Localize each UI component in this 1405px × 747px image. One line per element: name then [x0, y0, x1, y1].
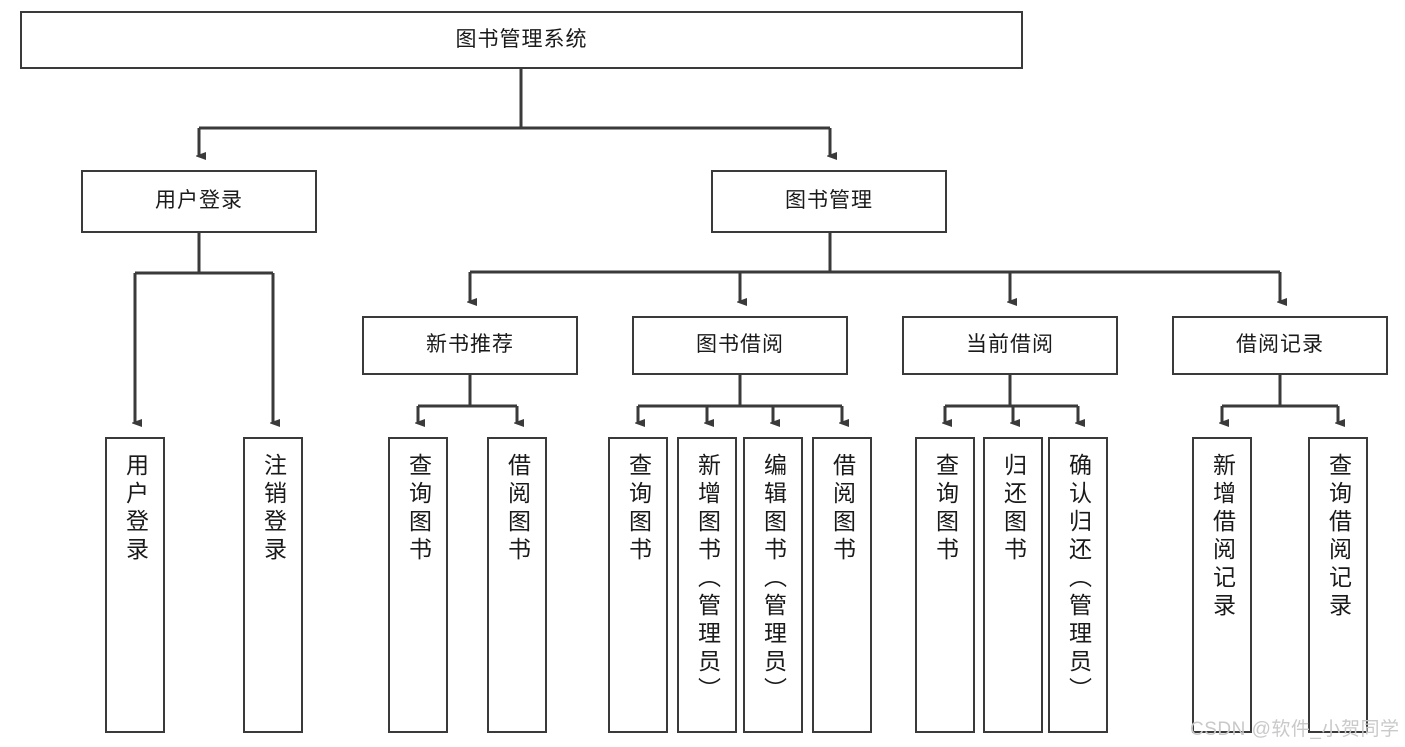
- leaf-query-book-3[interactable]: 查询图书: [915, 437, 975, 733]
- node-current-borrow[interactable]: 当前借阅: [902, 316, 1118, 375]
- node-new-book-recommend-label: 新书推荐: [426, 333, 514, 357]
- leaf-borrow-book-1-label: 借阅图书: [504, 453, 531, 565]
- leaf-borrow-book-2[interactable]: 借阅图书: [812, 437, 872, 733]
- node-current-borrow-label: 当前借阅: [966, 333, 1054, 357]
- node-new-book-recommend[interactable]: 新书推荐: [362, 316, 578, 375]
- leaf-query-record[interactable]: 查询借阅记录: [1308, 437, 1368, 733]
- node-borrow-record-label: 借阅记录: [1236, 333, 1324, 357]
- leaf-query-book-1-label: 查询图书: [405, 453, 432, 565]
- leaf-confirm-return[interactable]: 确认归还（管理员）: [1048, 437, 1108, 733]
- leaf-borrow-book-1[interactable]: 借阅图书: [487, 437, 547, 733]
- leaf-user-logout-label: 注销登录: [260, 453, 287, 565]
- leaf-edit-book[interactable]: 编辑图书（管理员）: [743, 437, 803, 733]
- leaf-query-book-2[interactable]: 查询图书: [608, 437, 668, 733]
- leaf-add-book-label: 新增图书（管理员）: [694, 453, 721, 705]
- node-book-borrow[interactable]: 图书借阅: [632, 316, 848, 375]
- node-book-manage-label: 图书管理: [785, 189, 873, 213]
- leaf-edit-book-label: 编辑图书（管理员）: [760, 453, 787, 705]
- leaf-user-login[interactable]: 用户登录: [105, 437, 165, 733]
- node-user-login-label: 用户登录: [155, 189, 243, 213]
- node-book-borrow-label: 图书借阅: [696, 333, 784, 357]
- leaf-query-book-1[interactable]: 查询图书: [388, 437, 448, 733]
- leaf-return-book[interactable]: 归还图书: [983, 437, 1043, 733]
- leaf-borrow-book-2-label: 借阅图书: [829, 453, 856, 565]
- leaf-return-book-label: 归还图书: [1000, 453, 1027, 565]
- node-borrow-record[interactable]: 借阅记录: [1172, 316, 1388, 375]
- node-user-login[interactable]: 用户登录: [81, 170, 317, 233]
- leaf-add-record[interactable]: 新增借阅记录: [1192, 437, 1252, 733]
- leaf-query-record-label: 查询借阅记录: [1325, 453, 1352, 621]
- node-root-label: 图书管理系统: [455, 27, 588, 51]
- leaf-confirm-return-label: 确认归还（管理员）: [1065, 453, 1092, 705]
- leaf-user-logout[interactable]: 注销登录: [243, 437, 303, 733]
- leaf-add-book[interactable]: 新增图书（管理员）: [677, 437, 737, 733]
- node-book-manage[interactable]: 图书管理: [711, 170, 947, 233]
- csdn-watermark: CSDN @软件_小贺同学: [1190, 719, 1400, 740]
- leaf-query-book-3-label: 查询图书: [932, 453, 959, 565]
- leaf-add-record-label: 新增借阅记录: [1209, 453, 1236, 621]
- node-root[interactable]: 图书管理系统: [20, 11, 1023, 69]
- leaf-user-login-label: 用户登录: [122, 453, 149, 565]
- leaf-query-book-2-label: 查询图书: [625, 453, 652, 565]
